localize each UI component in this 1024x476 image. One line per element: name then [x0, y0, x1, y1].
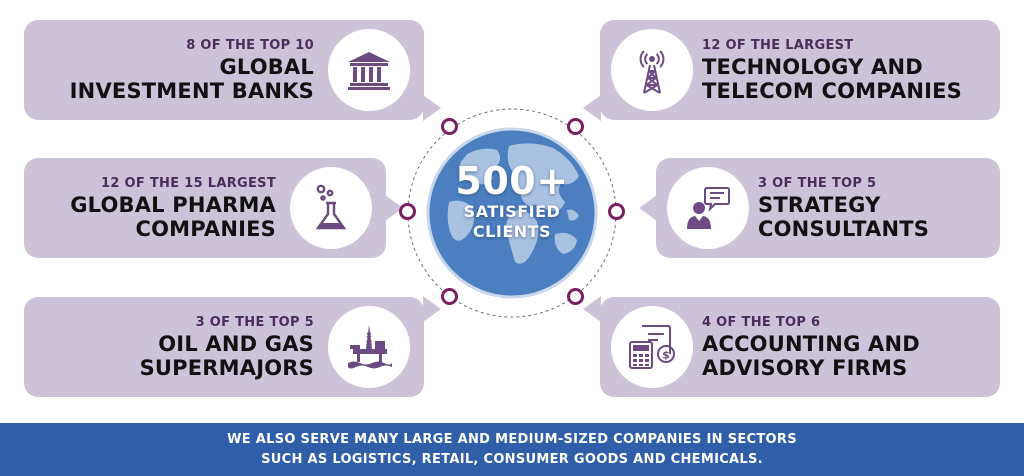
flask-icon	[315, 184, 347, 230]
card-title-line1: TECHNOLOGY AND	[702, 55, 923, 79]
calculator-invoice-icon: $	[629, 325, 675, 369]
center-stat: 500+ SATISFIED CLIENTS	[405, 160, 619, 242]
footer-banner: WE ALSO SERVE MANY LARGE AND MEDIUM-SIZE…	[0, 423, 1024, 476]
oil-rig-icon	[348, 325, 392, 369]
card-title-line2: ADVISORY FIRMS	[702, 356, 908, 380]
banner-line2: SUCH AS LOGISTICS, RETAIL, CONSUMER GOOD…	[261, 451, 763, 467]
card-sub: 3 OF THE TOP 5	[758, 176, 877, 191]
consultant-icon	[687, 187, 730, 229]
card-technology-telecom: 12 OF THE LARGEST TECHNOLOGY AND TELECOM…	[583, 20, 1000, 121]
center-label-line1: SATISFIED	[463, 202, 561, 221]
connector-dot	[441, 118, 458, 135]
card-title-line1: STRATEGY	[758, 193, 881, 217]
card-title-line2: TELECOM COMPANIES	[702, 79, 963, 103]
connector-dot	[399, 203, 416, 220]
svg-text:$: $	[662, 349, 670, 362]
infographic: 8 OF THE TOP 10 GLOBAL INVESTMENT BANKS	[24, 20, 1000, 397]
icon-circle	[290, 167, 372, 249]
card-title-line2: INVESTMENT BANKS	[69, 79, 314, 103]
card-title-line2: CONSULTANTS	[758, 217, 930, 241]
card-title-line1: ACCOUNTING AND	[702, 332, 920, 356]
card-sub: 3 OF THE TOP 5	[195, 315, 314, 330]
center-count: 500+	[455, 159, 569, 203]
icon-circle: $	[611, 306, 693, 388]
card-sub: 12 OF THE 15 LARGEST	[101, 176, 276, 191]
connector-dot	[441, 288, 458, 305]
card-strategy-consultants: 3 OF THE TOP 5 STRATEGY CONSULTANTS	[639, 158, 1000, 258]
card-investment-banks: 8 OF THE TOP 10 GLOBAL INVESTMENT BANKS	[24, 20, 441, 121]
icon-circle	[328, 306, 410, 388]
bank-icon	[348, 52, 390, 90]
connector-dot	[608, 203, 625, 220]
antenna-tower-icon	[639, 50, 665, 94]
icon-circle	[328, 29, 410, 111]
card-accounting-advisory: 4 OF THE TOP 6 ACCOUNTING AND ADVISORY F…	[583, 296, 1000, 397]
card-sub: 12 OF THE LARGEST	[702, 38, 854, 53]
card-sub: 8 OF THE TOP 10	[186, 38, 314, 53]
card-title-line1: GLOBAL PHARMA	[70, 193, 276, 217]
connector-dot	[567, 288, 584, 305]
card-pharma: 12 OF THE 15 LARGEST GLOBAL PHARMA COMPA…	[24, 158, 403, 258]
connector-dot	[567, 118, 584, 135]
card-title-line1: GLOBAL	[219, 55, 314, 79]
card-sub: 4 OF THE TOP 6	[702, 315, 821, 330]
card-oil-gas: 3 OF THE TOP 5 OIL AND GAS SUPERMAJORS	[24, 296, 441, 397]
banner-line1: WE ALSO SERVE MANY LARGE AND MEDIUM-SIZE…	[227, 431, 797, 447]
icon-circle	[667, 167, 749, 249]
center-label-line2: CLIENTS	[472, 222, 552, 241]
card-title-line2: COMPANIES	[135, 217, 276, 241]
globe	[407, 108, 617, 318]
card-title-line1: OIL AND GAS	[158, 332, 314, 356]
card-title-line2: SUPERMAJORS	[139, 356, 314, 380]
icon-circle	[611, 29, 693, 111]
